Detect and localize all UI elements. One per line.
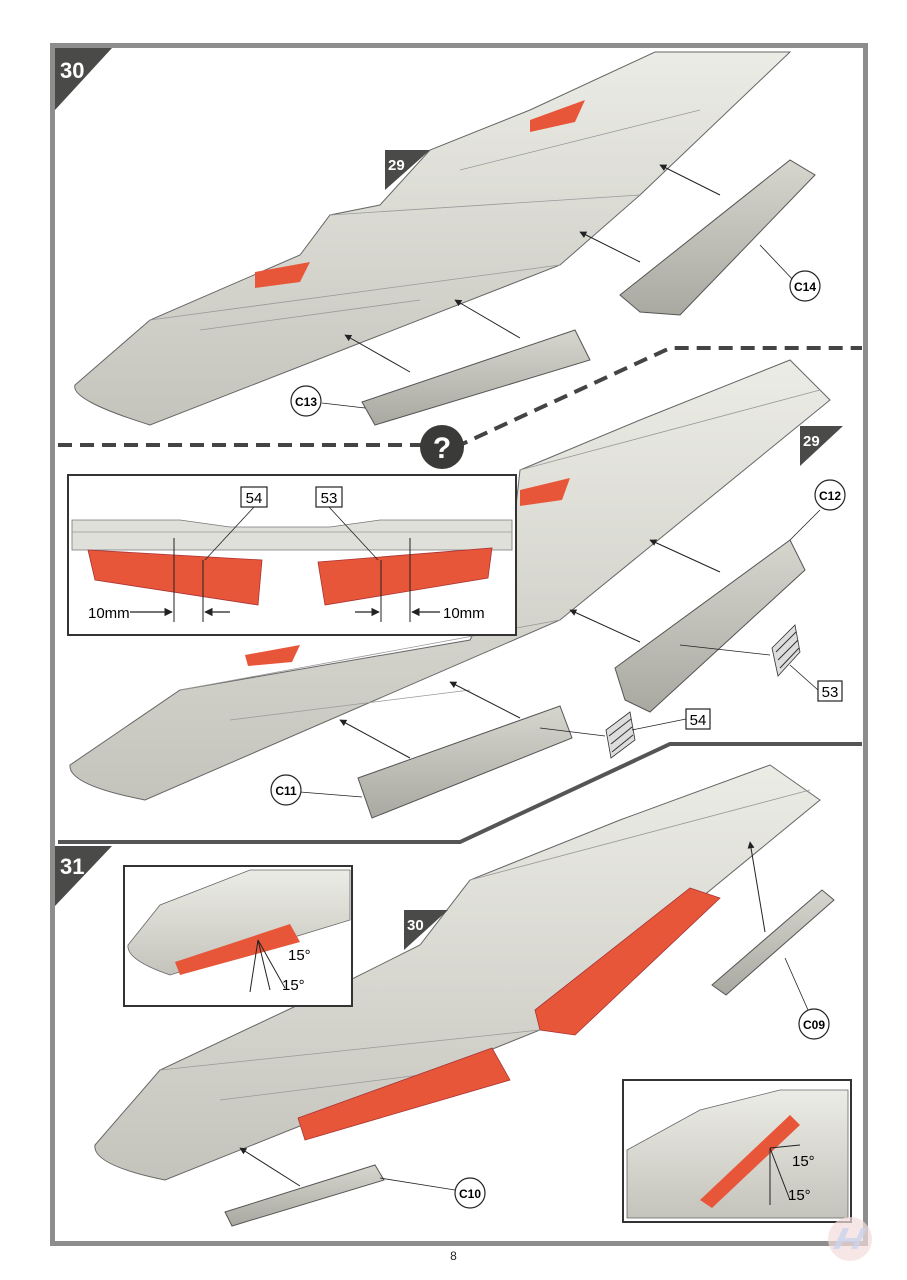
part-c10-callout xyxy=(454,1177,486,1209)
measurement-left: 10mm xyxy=(88,605,130,622)
ref-29-badge-a xyxy=(385,150,430,190)
part-c10-label: C10 xyxy=(459,1187,481,1201)
decal-53-strip xyxy=(771,624,801,677)
part-c09-label: C09 xyxy=(803,1018,825,1032)
step-30-lower-wing: 29 C12 53 C11 54 xyxy=(69,359,846,819)
angle-right-upper: 15° xyxy=(792,1153,815,1170)
part-c10 xyxy=(224,1164,385,1227)
part-c09-callout xyxy=(798,1008,830,1040)
step-31-number: 31 xyxy=(60,854,84,879)
inset-decal-53-label: 53 xyxy=(321,490,338,507)
angle-left-upper: 15° xyxy=(288,947,311,964)
angle-inset-right: 15° 15° xyxy=(622,1079,852,1223)
ref-29-b: 29 xyxy=(803,433,820,450)
ref-29-badge-b xyxy=(800,426,843,466)
wing-30 xyxy=(74,51,792,426)
watermark-logo-icon xyxy=(828,1217,872,1261)
ref-30-badge xyxy=(404,910,448,950)
inset-decal-54-label: 54 xyxy=(246,490,263,507)
ref-29-a: 29 xyxy=(388,157,405,174)
flap-detail-inset: 10mm 10mm 54 53 xyxy=(67,474,517,636)
solid-divider xyxy=(58,742,862,844)
wing-30-red-detail-right xyxy=(530,100,585,132)
decal-54-callout xyxy=(685,708,711,730)
angle-right-lower: 15° xyxy=(788,1187,811,1204)
angle-inset-left: 15° 15° xyxy=(123,865,353,1007)
wing-30-red-detail-left xyxy=(255,262,310,288)
part-c13 xyxy=(361,329,591,426)
measurement-right: 10mm xyxy=(443,605,485,622)
step-30-number: 30 xyxy=(60,58,84,83)
part-c12 xyxy=(614,539,806,713)
flap-left xyxy=(87,549,263,606)
part-c14 xyxy=(619,159,816,316)
svg-text:?: ? xyxy=(433,432,451,465)
ref-30: 30 xyxy=(407,917,424,934)
part-c14-callout xyxy=(789,270,821,302)
step-31: 31 30 C09 C10 xyxy=(55,764,835,1227)
part-c11-label: C11 xyxy=(275,784,297,798)
dashed-divider xyxy=(58,346,862,447)
step-31-badge xyxy=(55,846,112,906)
page-number: 8 xyxy=(450,1249,457,1263)
decal-53-label: 53 xyxy=(822,684,839,701)
part-c12-callout xyxy=(814,479,846,511)
decal-53-callout xyxy=(817,680,843,702)
part-c14-label: C14 xyxy=(794,280,816,294)
flap-31-right xyxy=(534,887,721,1036)
wing-30b-red-detail-bottom xyxy=(245,645,300,666)
part-c09 xyxy=(711,889,835,996)
inset-decal-53-callout xyxy=(315,486,343,508)
part-c13-label: C13 xyxy=(295,395,317,409)
question-icon: ? xyxy=(420,425,464,469)
flap-right xyxy=(317,547,493,606)
wing-30b-red-detail-top xyxy=(520,478,570,506)
decal-54-strip xyxy=(605,711,636,759)
flap-31-left xyxy=(297,1047,511,1141)
part-c11 xyxy=(357,705,573,819)
angle-left-lower: 15° xyxy=(282,977,305,994)
step-30: 30 29 C14 C13 xyxy=(55,48,821,426)
decal-54-label: 54 xyxy=(690,712,707,729)
part-c12-label: C12 xyxy=(819,489,841,503)
part-c11-callout xyxy=(270,774,302,806)
inset-decal-54-callout xyxy=(240,486,268,508)
step-30-badge xyxy=(55,48,112,110)
part-c13-callout xyxy=(290,385,322,417)
